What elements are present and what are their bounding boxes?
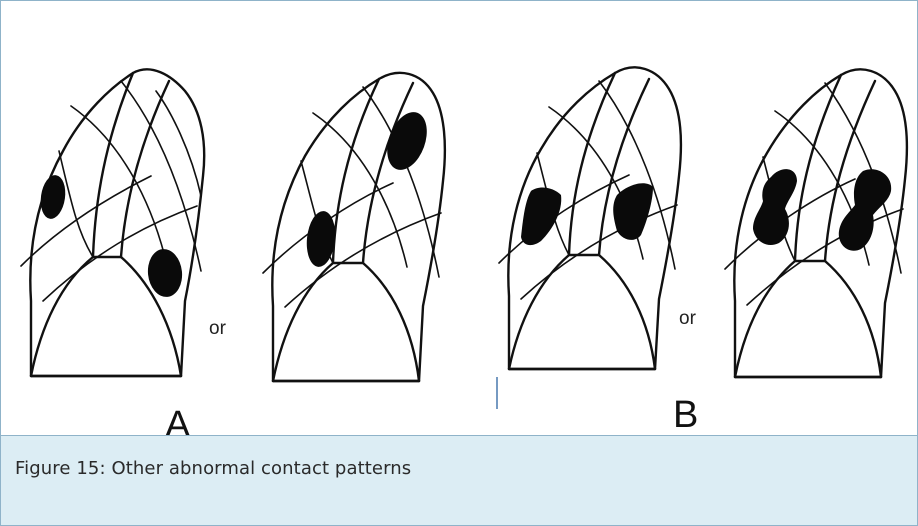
group-a: or A (21, 69, 445, 435)
figure-caption: Figure 15: Other abnormal contact patter… (15, 458, 411, 479)
or-separator-b: or (679, 308, 697, 329)
contact-spot (521, 188, 561, 246)
group-label-a: A (165, 404, 191, 435)
tooth-diagram-a2 (263, 73, 445, 381)
contact-spot (839, 169, 891, 251)
group-b: or B (499, 67, 907, 435)
figure-illustration: or A (1, 1, 917, 435)
contact-spot (146, 247, 185, 298)
tooth-diagram-b2 (725, 69, 907, 377)
tooth-diagram-a1 (21, 69, 204, 376)
caption-bar: Figure 15: Other abnormal contact patter… (1, 435, 917, 525)
contact-spot (38, 174, 68, 221)
or-separator-a: or (209, 318, 227, 339)
group-label-b: B (673, 394, 698, 435)
tooth-diagram-b1 (499, 67, 681, 369)
contact-spot (753, 169, 797, 245)
